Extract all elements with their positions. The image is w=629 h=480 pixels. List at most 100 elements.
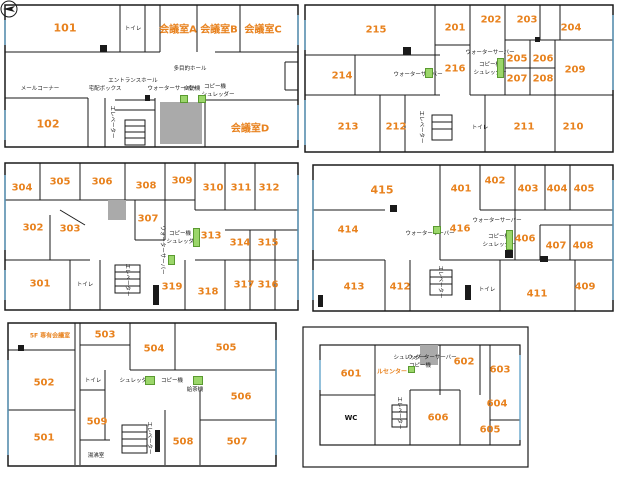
- f4-copy-label: コピー機: [487, 234, 511, 240]
- room-211: 211: [513, 121, 535, 133]
- f3-shredder-label: シュレッダー: [166, 239, 200, 245]
- room-503: 503: [94, 329, 116, 341]
- compass-icon: [0, 0, 18, 18]
- room-102: 102: [36, 117, 60, 131]
- room-407: 407: [545, 240, 567, 252]
- room-604: 604: [486, 398, 508, 410]
- room-508: 508: [172, 436, 194, 448]
- f5-copy-label: コピー機: [160, 378, 184, 384]
- room-214: 214: [331, 70, 353, 82]
- room-308: 308: [135, 180, 157, 192]
- f1-entrance-label: エントランスホール: [108, 78, 158, 84]
- room-meeting-b: 会議室B: [200, 24, 238, 36]
- f2-toilet-label: トイレ: [471, 125, 489, 131]
- room-509: 509: [86, 416, 108, 428]
- room-216: 216: [444, 63, 466, 75]
- room-202: 202: [480, 14, 502, 26]
- room-602: 602: [453, 356, 475, 368]
- f1-delivery-label: 宅配ボックス: [88, 86, 122, 92]
- f6-water-label: ウォーターサーバー: [407, 355, 457, 361]
- f5-elevator-label: エレベーター: [146, 421, 152, 455]
- f1-toilet-label: トイレ: [124, 26, 142, 32]
- room-209: 209: [564, 64, 586, 76]
- room-212: 212: [385, 121, 407, 133]
- room-603: 603: [489, 364, 511, 376]
- f1-hall-label: 多目的ホール: [173, 66, 207, 72]
- room-309: 309: [171, 175, 193, 187]
- room-502: 502: [33, 377, 55, 389]
- room-504: 504: [143, 343, 165, 355]
- room-305: 305: [49, 176, 71, 188]
- room-404: 404: [546, 183, 568, 195]
- f2-elevator-label: エレベーター: [418, 110, 424, 144]
- room-318: 318: [197, 286, 219, 298]
- room-210: 210: [562, 121, 584, 133]
- room-208: 208: [532, 73, 554, 85]
- room-201: 201: [444, 22, 466, 34]
- room-403: 403: [517, 183, 539, 195]
- room-meeting-d: 会議室D: [230, 123, 270, 135]
- f2-amenity-marker: [497, 58, 504, 78]
- f5-shredder-label: シュレッダー: [119, 378, 153, 384]
- room-205: 205: [506, 53, 528, 65]
- room-411: 411: [526, 288, 548, 300]
- room-101: 101: [53, 21, 77, 35]
- f2-water-label-2: ウォーターサーバー: [465, 50, 515, 56]
- room-606: 606: [427, 412, 449, 424]
- room-505: 505: [215, 342, 237, 354]
- f6-elevator-label: エレベーター: [396, 396, 402, 430]
- f5-meeting-room-label: 5F 専有会議室: [29, 332, 71, 340]
- f5-tea-marker: [193, 376, 203, 385]
- room-meeting-c: 会議室C: [244, 24, 282, 36]
- room-wc: WC: [344, 414, 358, 422]
- f3-water-label: ウォーターサーバー: [159, 225, 165, 275]
- room-314: 314: [229, 237, 251, 249]
- f2-copy-label: コピー機: [478, 62, 502, 68]
- room-307: 307: [137, 213, 159, 225]
- room-405: 405: [573, 183, 595, 195]
- room-601: 601: [340, 368, 362, 380]
- f5-toilet-label: トイレ: [84, 378, 102, 384]
- room-506: 506: [230, 391, 252, 403]
- f6-amenity-marker: [408, 366, 415, 373]
- room-203: 203: [516, 14, 538, 26]
- room-306: 306: [91, 176, 113, 188]
- f1-copy-label: コピー機: [203, 84, 227, 90]
- f4-water-marker: [433, 226, 441, 234]
- f3-elevator-label: エレベーター: [124, 263, 130, 297]
- room-412: 412: [389, 281, 411, 293]
- f3-copy-label: コピー機: [168, 231, 192, 237]
- f1-vending-label: 自動機: [183, 86, 201, 92]
- f1-water-marker: [180, 95, 188, 103]
- room-414: 414: [337, 224, 359, 236]
- room-213: 213: [337, 121, 359, 133]
- room-406: 406: [514, 233, 536, 245]
- f6-copy-label: コピー機: [408, 363, 432, 369]
- f2-water-label-1: ウォーターサーバー: [393, 72, 443, 78]
- room-304: 304: [11, 182, 33, 194]
- room-313: 313: [200, 230, 222, 242]
- room-215: 215: [365, 24, 387, 36]
- f5-tea-label: 給茶機: [186, 387, 204, 393]
- room-416: 416: [449, 223, 471, 235]
- room-301: 301: [29, 278, 51, 290]
- room-507: 507: [226, 436, 248, 448]
- room-409: 409: [574, 281, 596, 293]
- room-310: 310: [202, 182, 224, 194]
- f3-toilet-label: トイレ: [76, 282, 94, 288]
- f2-water-marker: [425, 68, 433, 78]
- f6-shredder-label: シュレッダー: [393, 355, 427, 361]
- room-413: 413: [343, 281, 365, 293]
- f1-elevator-label: エレベーター: [109, 105, 115, 139]
- room-319: 319: [161, 281, 183, 293]
- room-402: 402: [484, 175, 506, 187]
- room-605: 605: [479, 424, 501, 436]
- f4-water-label-2: ウォーターサーバー: [472, 218, 522, 224]
- f1-mail-label: メールコーナー: [20, 86, 60, 92]
- room-317: 317: [233, 279, 255, 291]
- f1-shredder-label: シュレッダー: [201, 92, 235, 98]
- f5-shredder-marker: [145, 376, 155, 385]
- f3-water-marker: [168, 255, 175, 265]
- room-401: 401: [450, 183, 472, 195]
